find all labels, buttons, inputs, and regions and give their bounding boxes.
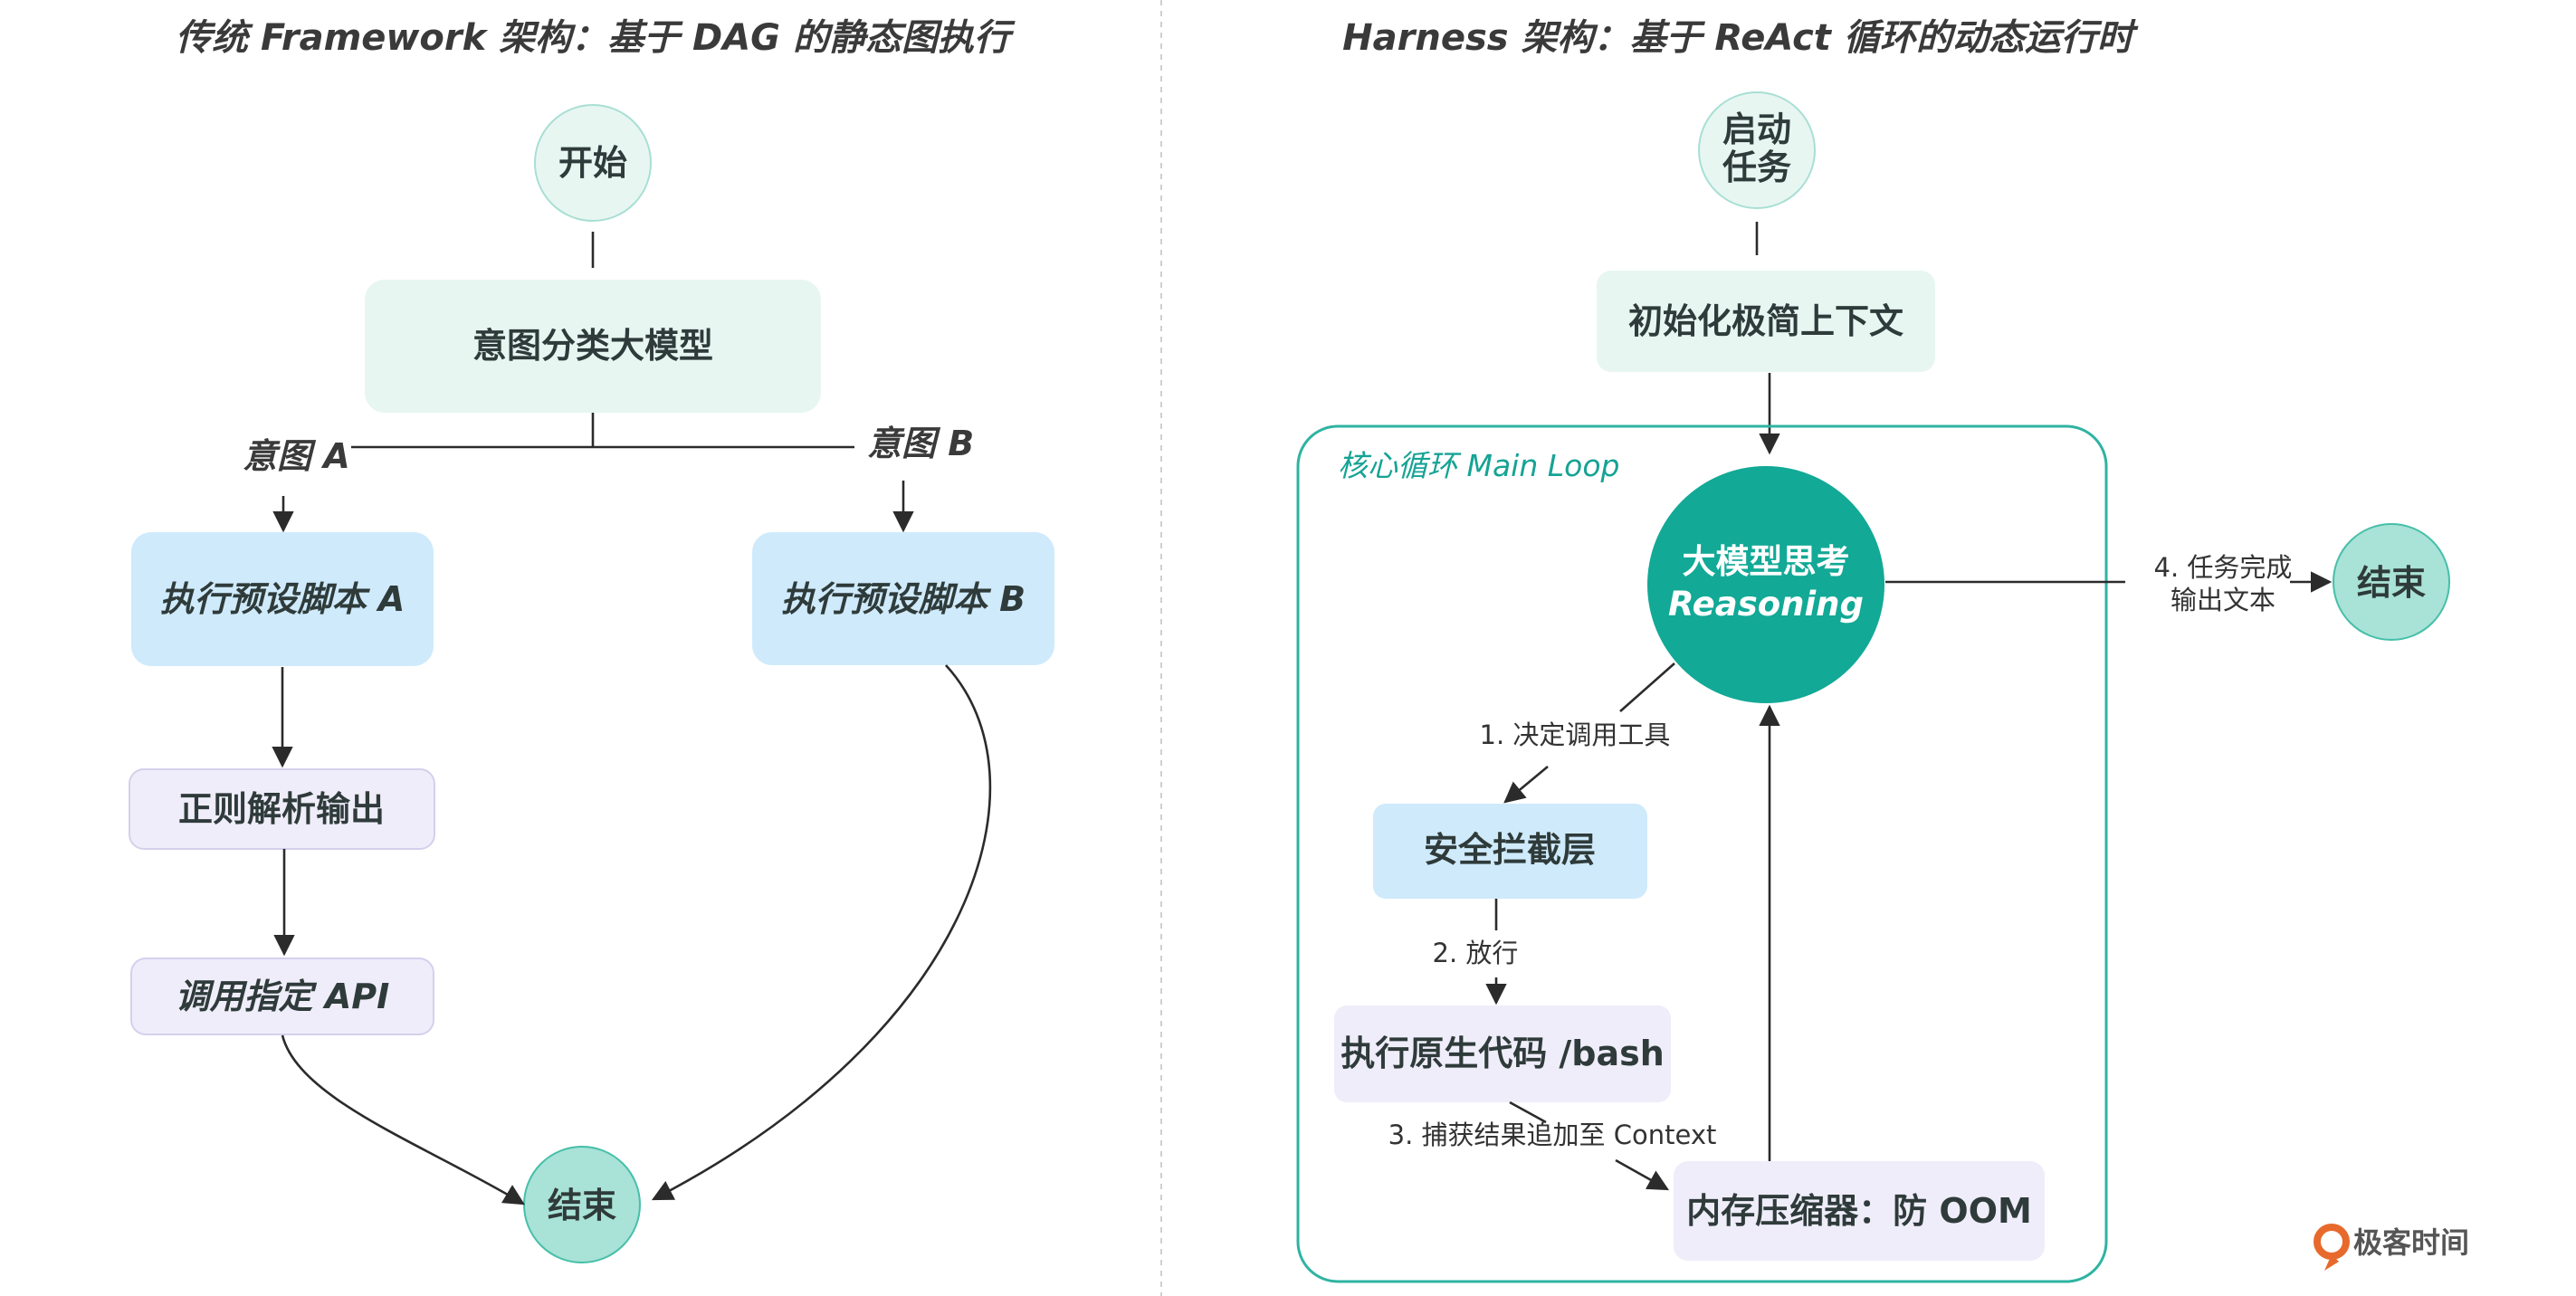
right-end-node [2333,523,2450,641]
reasoning-node [1647,466,1884,703]
memory-node [1674,1161,2045,1261]
reasoning-label-1: 大模型思考 [1683,542,1850,581]
exec-label: 执行原生代码 /bash [1340,1034,1665,1073]
right-start-label-2: 任务 [1722,148,1791,187]
edge-done-label-2: 输出文本 [2171,585,2275,615]
init-node [1597,271,1935,372]
memory-label: 内存压缩器：防 OOM [1686,1191,2032,1231]
brand-logo-tail [2324,1254,2339,1271]
edge-decide-label: 1. 决定调用工具 [1480,719,1671,750]
classifier-node [365,280,821,413]
script-a-label: 执行预设脚本 A [160,579,405,619]
regex-label: 正则解析输出 [178,789,385,829]
main-loop-container [1296,424,2108,1283]
edge-allow-label: 2. 放行 [1433,938,1519,968]
edge-exec-capture [1509,1101,1547,1124]
reasoning-label-2: Reasoning [1668,585,1864,624]
security-node [1373,804,1647,899]
right-title: Harness 架构：基于 ReAct 循环的动态运行时 [1342,17,2139,59]
script-b-node [752,532,1054,665]
brand-logo-icon [2314,1224,2350,1260]
edge-api-end [281,1034,526,1205]
branch-a-label: 意图 A [243,436,350,476]
script-a-node [131,532,434,666]
edge-capture-label: 3. 捕获结果追加至 Context [1388,1120,1717,1150]
call-api-label: 调用指定 API [176,977,390,1016]
brand-logo: 极客时间 [2314,1224,2469,1271]
security-label: 安全拦截层 [1424,830,1596,870]
right-start-label-1: 启动 [1722,110,1791,149]
left-title: 传统 Framework 架构：基于 DAG 的静态图执行 [176,17,1016,59]
edge-decide-security [1503,765,1549,804]
edge-capture-memory [1615,1158,1670,1191]
script-b-label: 执行预设脚本 B [781,579,1026,619]
classifier-label: 意图分类大模型 [472,326,713,366]
branch-b-label: 意图 B [867,424,974,463]
init-label: 初始化极简上下文 [1628,301,1903,341]
regex-node [129,768,435,850]
main-loop-title: 核心循环 Main Loop [1338,448,1619,483]
left-start-node [534,104,652,222]
exec-node [1334,1005,1671,1102]
edge-script-b-end [651,664,992,1201]
edge-reasoning-decide [1619,662,1675,712]
brand-name: 极客时间 [2353,1225,2469,1260]
left-start-label: 开始 [558,143,627,183]
right-start-node [1698,91,1816,209]
left-end-label: 结束 [548,1186,616,1225]
call-api-node [130,958,434,1035]
edge-done-label-1: 4. 任务完成 [2154,552,2293,583]
right-end-label: 结束 [2357,563,2426,603]
